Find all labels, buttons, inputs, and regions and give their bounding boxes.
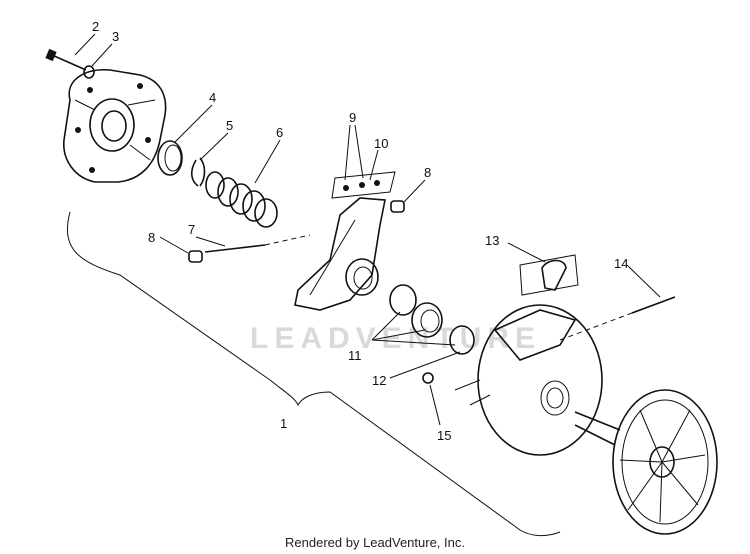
callout-13: 13 bbox=[485, 233, 499, 248]
callout-6: 6 bbox=[276, 125, 283, 140]
bushing-ring-inner bbox=[164, 144, 182, 172]
bolt-part bbox=[45, 48, 87, 71]
nut-part bbox=[422, 372, 434, 384]
callout-3: 3 bbox=[112, 29, 119, 44]
cap-part-right bbox=[390, 200, 405, 213]
ring-set-part bbox=[389, 284, 475, 355]
callout-1: 1 bbox=[280, 416, 287, 431]
callout-8-left: 8 bbox=[148, 230, 155, 245]
watermark-text: LEADVENTURE bbox=[250, 322, 541, 355]
callout-9: 9 bbox=[349, 110, 356, 125]
callout-15: 15 bbox=[437, 428, 451, 443]
callout-7: 7 bbox=[188, 222, 195, 237]
cap-part-left bbox=[188, 250, 203, 263]
weight-part bbox=[519, 254, 579, 296]
moveable-sheave-part bbox=[454, 304, 603, 456]
spring-part bbox=[205, 171, 278, 228]
callout-8-right: 8 bbox=[424, 165, 431, 180]
cover-housing-part bbox=[63, 69, 167, 183]
bushing-ring-part bbox=[157, 140, 183, 176]
washer-part bbox=[83, 65, 95, 79]
callout-11: 11 bbox=[348, 348, 362, 363]
callout-4: 4 bbox=[209, 90, 216, 105]
leader-lines bbox=[74, 33, 661, 426]
assembly-bracket bbox=[66, 211, 561, 537]
callout-5: 5 bbox=[226, 118, 233, 133]
pin-part bbox=[204, 244, 266, 253]
callout-10: 10 bbox=[374, 136, 388, 151]
fixed-sheave-part bbox=[574, 389, 718, 535]
callout-2: 2 bbox=[92, 19, 99, 34]
screw-part bbox=[559, 296, 676, 341]
callout-12: 12 bbox=[372, 373, 386, 388]
callout-14: 14 bbox=[614, 256, 628, 271]
spider-arm-part bbox=[294, 171, 396, 311]
footer-credit: Rendered by LeadVenture, Inc. bbox=[285, 535, 465, 550]
snap-ring-part bbox=[190, 157, 206, 187]
